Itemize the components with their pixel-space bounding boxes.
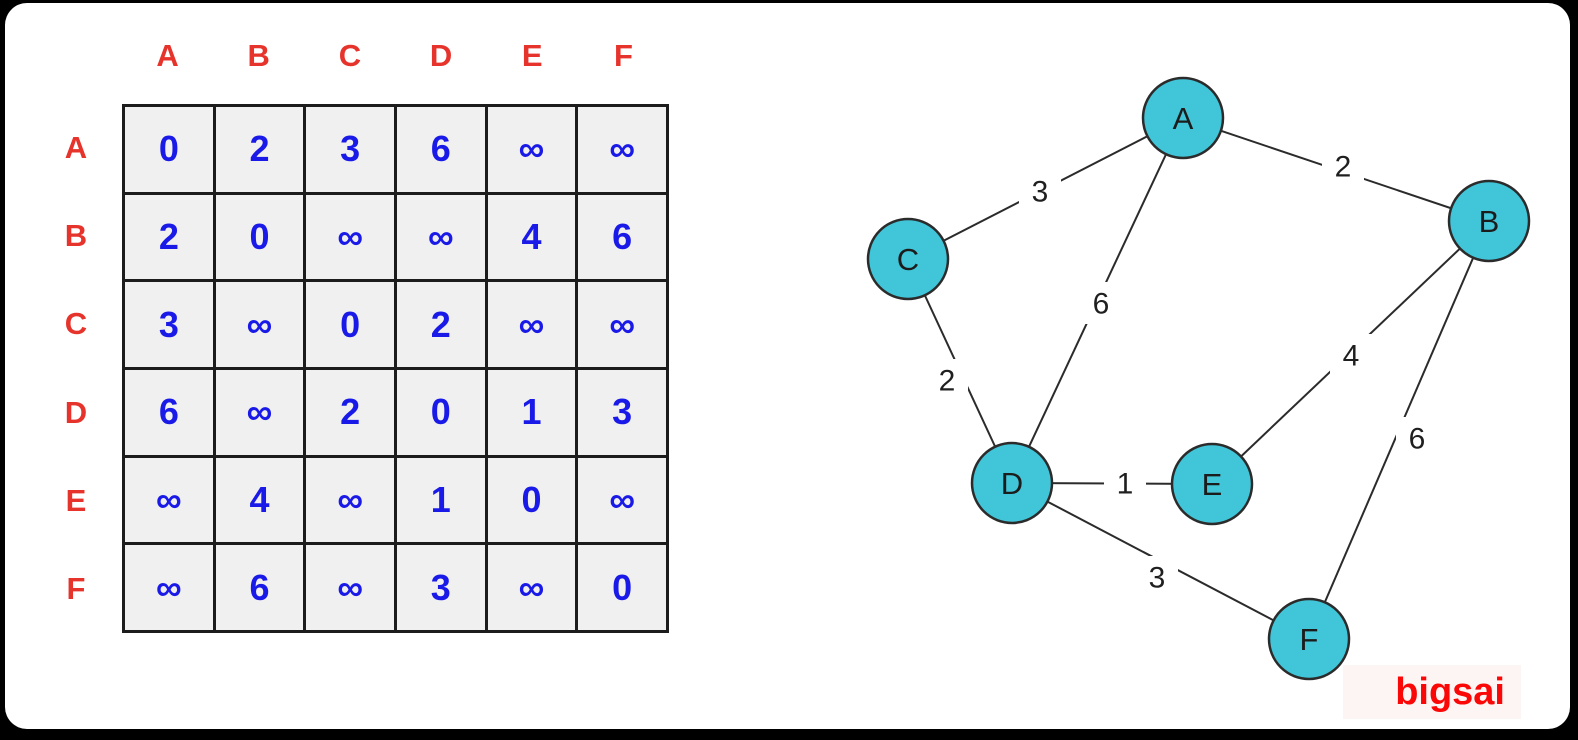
matrix-cell-DF: 3 bbox=[578, 369, 666, 455]
edge-A-D-halo bbox=[1080, 282, 1122, 324]
matrix-col-header-D: D bbox=[429, 38, 453, 73]
matrix-cell-DE: 1 bbox=[487, 369, 576, 455]
node-A bbox=[1141, 76, 1225, 160]
matrix-cell-FA: ∞ bbox=[125, 545, 213, 630]
node-D-label: D bbox=[1001, 466, 1023, 501]
matrix-row-header-C: C bbox=[64, 306, 88, 342]
watermark-text: bigsai bbox=[1395, 670, 1505, 713]
matrix-cell-BC: ∞ bbox=[306, 194, 394, 280]
watermark-bigsai: bigsai bbox=[1343, 665, 1521, 719]
edge-D-F-weight: 3 bbox=[1149, 562, 1166, 595]
matrix-cell-CC: 0 bbox=[306, 282, 394, 367]
edge-D-E-halo bbox=[1104, 462, 1146, 504]
matrix-cell-EF: ∞ bbox=[578, 457, 666, 543]
node-E bbox=[1170, 442, 1254, 526]
matrix-col-header-F: F bbox=[613, 38, 633, 73]
node-F-label: F bbox=[1300, 622, 1319, 657]
matrix-cell-AA: 0 bbox=[125, 107, 213, 192]
edge-C-D-halo bbox=[926, 359, 968, 401]
matrix-col-header-C: C bbox=[338, 38, 362, 73]
matrix-cell-FD: 3 bbox=[396, 545, 485, 630]
matrix-cell-EA: ∞ bbox=[125, 457, 213, 543]
matrix-row-header-A: A bbox=[64, 130, 88, 166]
node-B-label: B bbox=[1479, 204, 1500, 239]
matrix-cell-BE: 4 bbox=[487, 194, 576, 280]
matrix-row-header-F: F bbox=[66, 570, 86, 606]
matrix-cell-FB: 6 bbox=[215, 545, 304, 630]
matrix-col-header-B: B bbox=[247, 38, 270, 73]
edge-C-D-weight: 2 bbox=[939, 365, 956, 398]
node-B bbox=[1447, 179, 1531, 263]
matrix-cell-FF: 0 bbox=[578, 545, 666, 630]
node-E-label: E bbox=[1202, 467, 1223, 502]
matrix-cell-BA: 2 bbox=[125, 194, 213, 280]
matrix-cell-AB: 2 bbox=[215, 107, 304, 192]
node-F bbox=[1267, 597, 1351, 681]
edge-B-F-halo bbox=[1396, 417, 1438, 459]
edge-B-E-halo bbox=[1330, 334, 1372, 376]
matrix-cell-EB: 4 bbox=[215, 457, 304, 543]
matrix-cell-AE: ∞ bbox=[487, 107, 576, 192]
node-D bbox=[970, 441, 1054, 525]
matrix-cell-BD: ∞ bbox=[396, 194, 485, 280]
matrix-cell-DB: ∞ bbox=[215, 369, 304, 455]
matrix-col-header-E: E bbox=[521, 38, 543, 73]
edge-D-F-halo bbox=[1136, 556, 1178, 598]
node-C-label: C bbox=[897, 242, 919, 277]
matrix-col-header-A: A bbox=[156, 38, 179, 73]
matrix-cell-CF: ∞ bbox=[578, 282, 666, 367]
matrix-cell-FC: ∞ bbox=[306, 545, 394, 630]
edge-A-B-halo bbox=[1322, 145, 1364, 187]
matrix-cell-AF: ∞ bbox=[578, 107, 666, 192]
matrix-cell-CB: ∞ bbox=[215, 282, 304, 367]
matrix-cell-AD: 6 bbox=[396, 107, 485, 192]
matrix-cell-EE: 0 bbox=[487, 457, 576, 543]
matrix-cell-CD: 2 bbox=[396, 282, 485, 367]
matrix-row-header-D: D bbox=[64, 394, 88, 430]
matrix-row-header-B: B bbox=[64, 218, 88, 254]
matrix-cell-EC: ∞ bbox=[306, 457, 394, 543]
matrix-cell-DA: 6 bbox=[125, 369, 213, 455]
matrix-cell-AC: 3 bbox=[306, 107, 394, 192]
node-C bbox=[866, 217, 950, 301]
matrix-cell-BF: 6 bbox=[578, 194, 666, 280]
matrix-cell-CA: 3 bbox=[125, 282, 213, 367]
edge-A-D-weight: 6 bbox=[1093, 288, 1110, 321]
edge-A-B-weight: 2 bbox=[1335, 151, 1352, 184]
edge-B-F-weight: 6 bbox=[1409, 423, 1426, 456]
matrix-cell-CE: ∞ bbox=[487, 282, 576, 367]
matrix-cell-BB: 0 bbox=[215, 194, 304, 280]
matrix-cell-FE: ∞ bbox=[487, 545, 576, 630]
matrix-cell-DD: 0 bbox=[396, 369, 485, 455]
edge-A-C-halo bbox=[1019, 170, 1061, 212]
matrix-row-header-E: E bbox=[65, 482, 87, 518]
matrix-cell-DC: 2 bbox=[306, 369, 394, 455]
node-A-label: A bbox=[1173, 101, 1194, 136]
edge-D-E-weight: 1 bbox=[1117, 468, 1134, 501]
edge-B-E-weight: 4 bbox=[1343, 340, 1360, 373]
edge-A-C-weight: 3 bbox=[1032, 176, 1049, 209]
matrix-cell-ED: 1 bbox=[396, 457, 485, 543]
